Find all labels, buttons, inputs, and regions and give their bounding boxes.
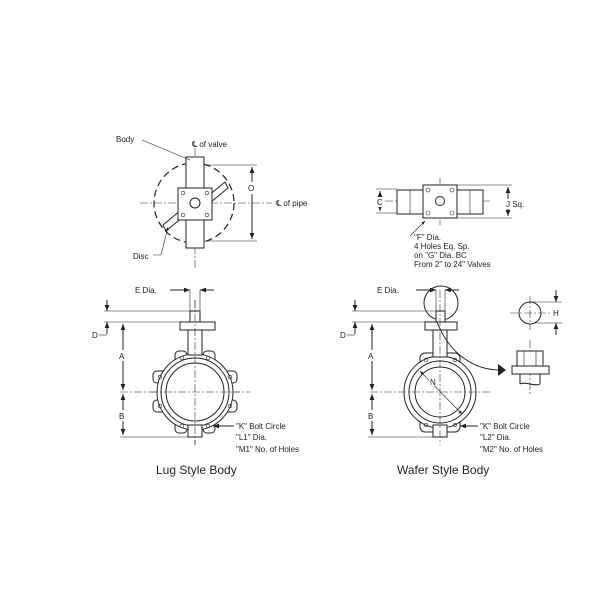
wafer-h-label: H <box>553 309 559 318</box>
wafer-b-label: B <box>368 412 373 421</box>
lug-b-label: B <box>119 412 124 421</box>
note-line-2: 4 Holes Eq. Sp. <box>414 242 470 251</box>
wafer-style-view: N E Dia. D A B "K" Bolt Circle "L2" Dia.… <box>340 285 562 477</box>
stem-detail-top: H <box>510 290 562 335</box>
wafer-n-label: N <box>430 378 436 387</box>
lug-note-1: "K" Bolt Circle <box>236 422 286 431</box>
o-label: O <box>248 184 254 193</box>
pipe-centerline-label: ℄ of pipe <box>275 199 308 208</box>
wafer-a-label: A <box>368 352 374 361</box>
note-line-4: From 2" to 24" Valves <box>414 260 491 269</box>
top-right-view: C J Sq. "F" Dia. 4 Holes Eq. Sp. on "G" … <box>376 178 528 269</box>
lug-e-label: E Dia. <box>135 286 157 295</box>
stem-detail-side <box>511 340 550 395</box>
wafer-note-1: "K" Bolt Circle <box>480 422 530 431</box>
wafer-note-2: "L2" Dia. <box>480 433 511 442</box>
body-leader <box>141 139 191 161</box>
top-plate <box>177 187 213 221</box>
lug-caption: Lug Style Body <box>156 463 237 477</box>
stem-hole <box>189 197 201 209</box>
lug-note-3: "M1" No. of Holes <box>236 445 299 454</box>
top-view: Body ℄ of valve ℄ of pipe Disc O <box>116 135 308 268</box>
detail-arrow <box>436 321 501 371</box>
body-label: Body <box>116 135 134 144</box>
lug-top-flange <box>179 321 216 331</box>
lug-d-label: D <box>92 331 98 340</box>
wafer-caption: Wafer Style Body <box>397 463 489 477</box>
disc-leader <box>153 226 169 256</box>
note-line-1: "F" Dia. <box>414 233 441 242</box>
mounting-plate <box>422 184 458 219</box>
j-label: J Sq. <box>506 200 524 209</box>
valve-centerline-label: ℄ of valve <box>191 140 227 149</box>
disc-label: Disc <box>133 252 149 261</box>
note-line-3: on "G" Dia. BC <box>414 251 467 260</box>
wafer-d-label: D <box>340 331 346 340</box>
lug-a-label: A <box>119 352 125 361</box>
n-dimension <box>419 370 463 415</box>
c-label: C <box>377 198 383 207</box>
lug-note-2: "L1" Dia. <box>236 433 267 442</box>
wafer-e-label: E Dia. <box>377 286 399 295</box>
wafer-note-3: "M2" No. of Holes <box>480 445 543 454</box>
lug-style-view: E Dia. D A B "K" Bolt Circle "L1" Dia. "… <box>92 286 299 477</box>
